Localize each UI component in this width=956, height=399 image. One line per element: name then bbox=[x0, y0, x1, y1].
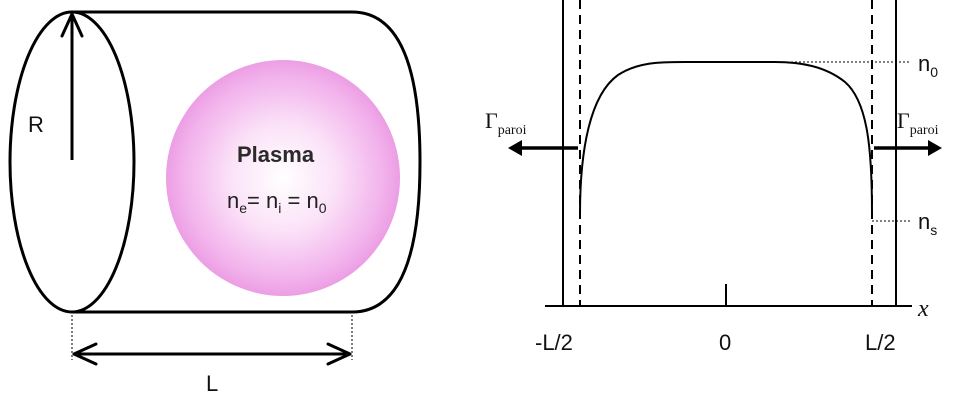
x-axis-label: x bbox=[917, 296, 929, 322]
density-profile-curve bbox=[579, 61, 873, 215]
density-formula: ne= ni = n0 bbox=[227, 188, 327, 216]
plasma-blob bbox=[166, 60, 400, 296]
flux-arrow-left-head bbox=[508, 140, 522, 156]
ns-label: ns bbox=[918, 209, 937, 238]
flux-left-label: Γparoi bbox=[485, 108, 527, 138]
tick-label-right: L/2 bbox=[865, 330, 896, 355]
flux-arrow-right-head bbox=[928, 140, 942, 156]
profile-figure: n0 ns Γparoi Γparoi x -L/2 0 L/2 bbox=[485, 0, 942, 355]
length-label: L bbox=[206, 371, 218, 396]
tick-label-left: -L/2 bbox=[535, 330, 573, 355]
flux-right-label: Γparoi bbox=[897, 108, 939, 138]
cylinder-left-ellipse bbox=[8, 10, 136, 314]
radius-arrow-head bbox=[60, 12, 84, 38]
radius-label: R bbox=[28, 112, 44, 137]
n0-label: n0 bbox=[918, 51, 938, 80]
plasma-title: Plasma bbox=[237, 142, 315, 167]
length-arrow-head-right bbox=[326, 342, 352, 366]
cylinder-right-cap bbox=[351, 10, 422, 314]
tick-label-center: 0 bbox=[719, 330, 731, 355]
length-arrow-head-left bbox=[72, 342, 98, 366]
cylinder-figure: R Plasma ne= ni = n0 L bbox=[8, 10, 422, 396]
